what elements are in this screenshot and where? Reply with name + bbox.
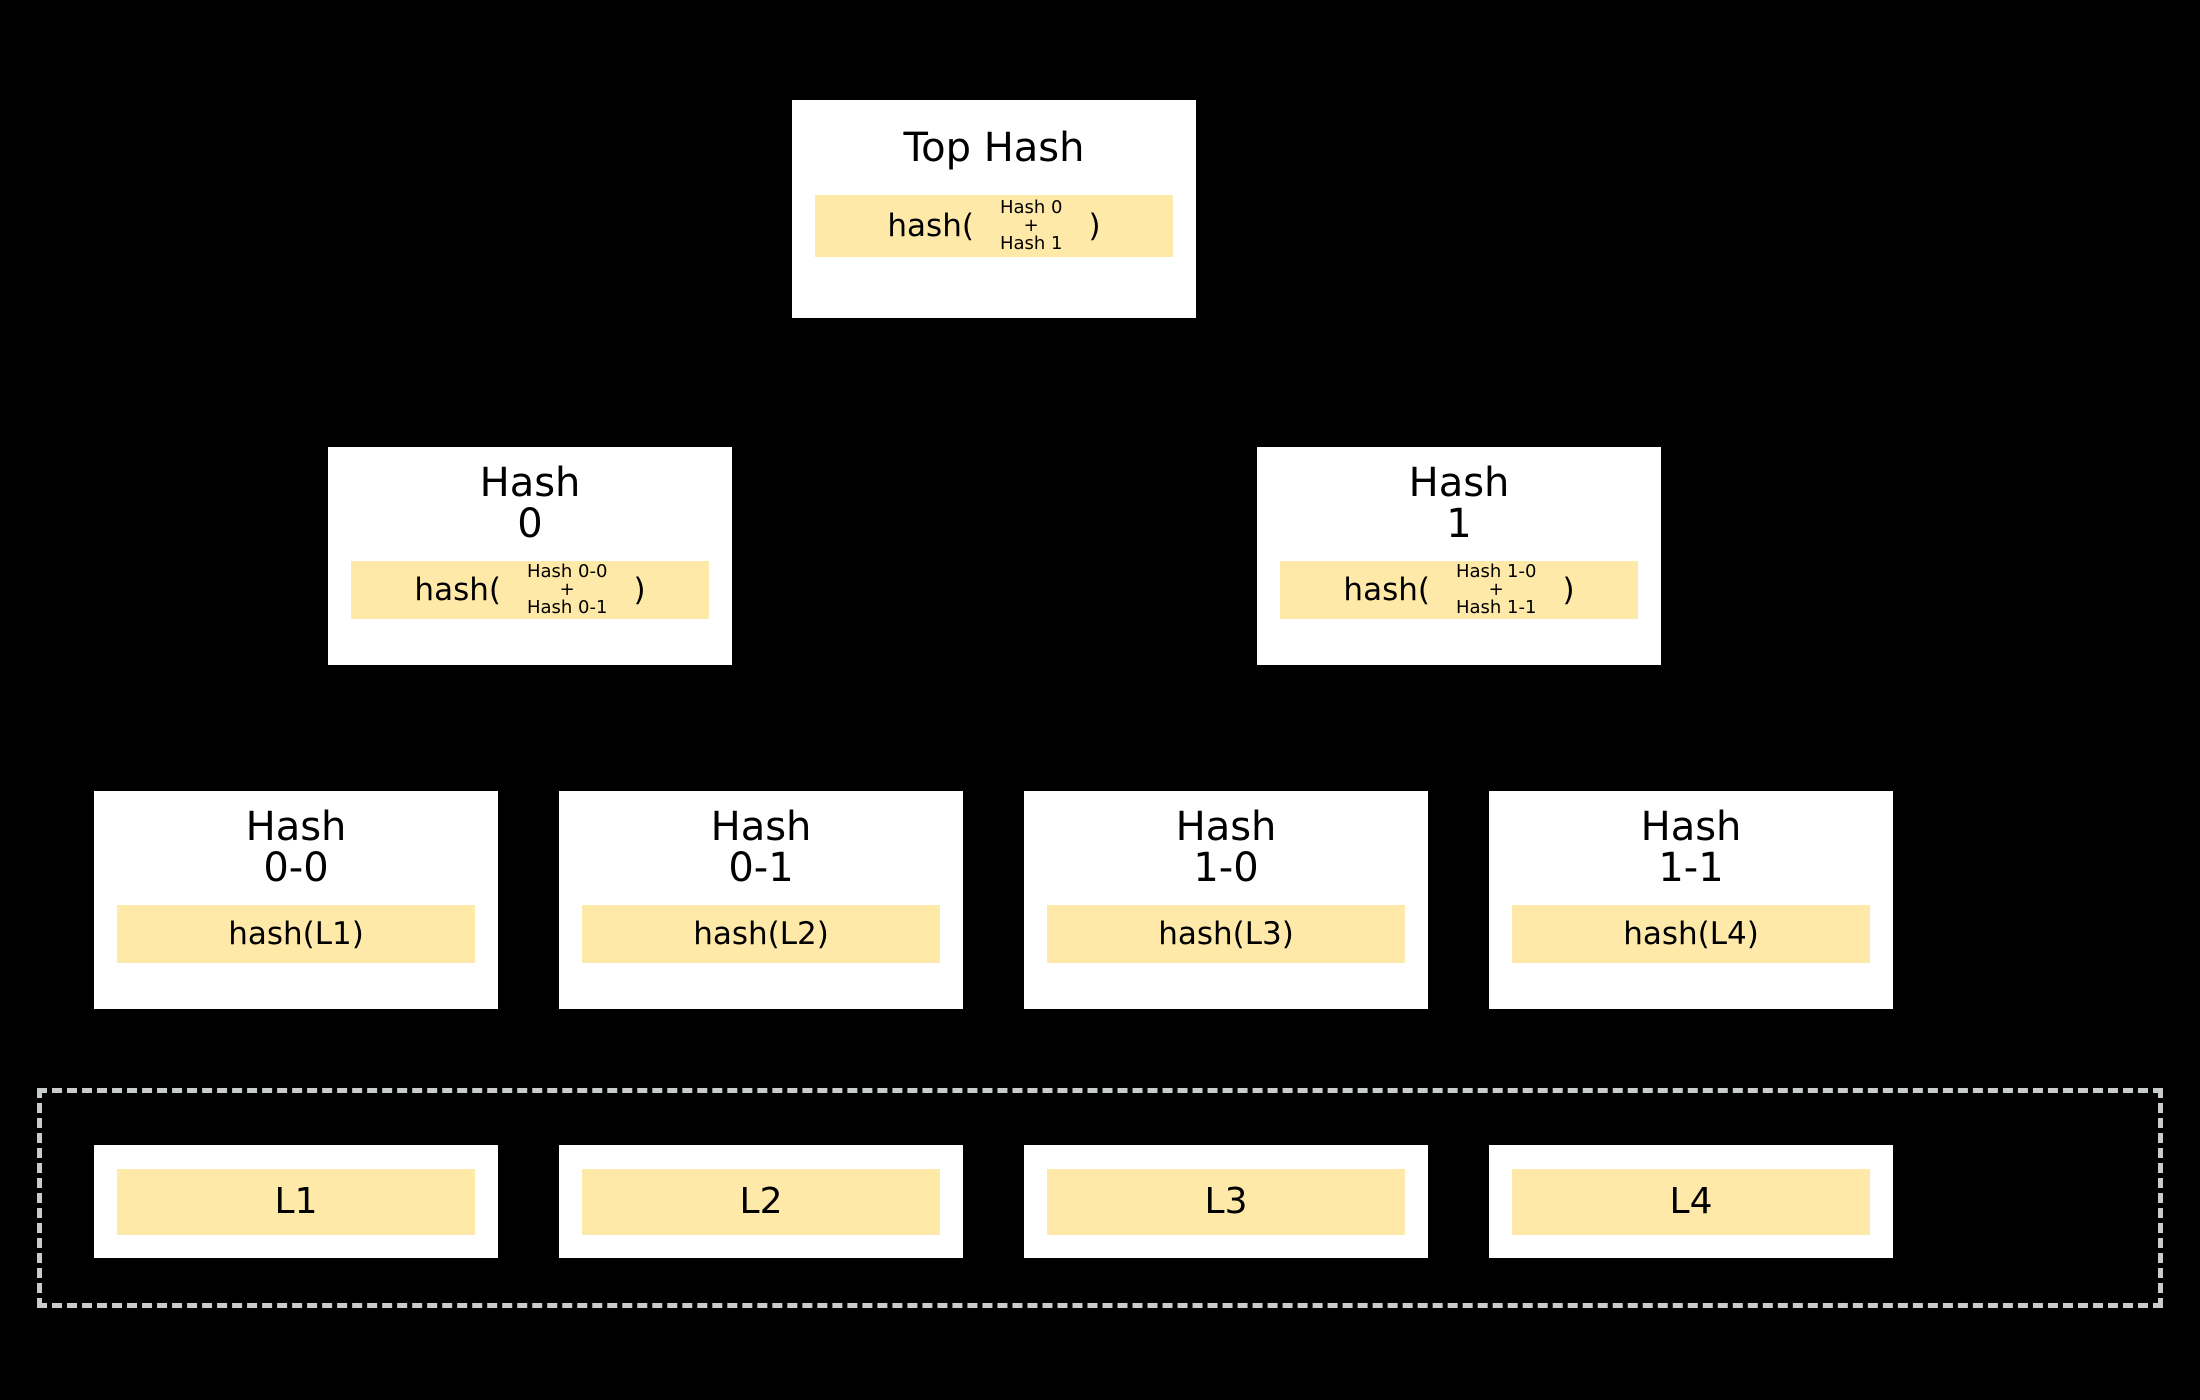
node-hash-0[interactable]: Hash 0 hash( Hash 0-0 + Hash 0-1 ) <box>328 447 732 665</box>
node-hash-0-label: Hash 0 <box>479 460 581 548</box>
node-top-hash[interactable]: Top Hash hash( Hash 0 + Hash 1 ) <box>792 100 1196 318</box>
arrowhead-hash1-to-hash11 <box>1680 759 1702 775</box>
formula-operator: + <box>559 579 575 601</box>
node-hash-1-formula: hash( Hash 1-0 + Hash 1-1 ) <box>1280 561 1638 620</box>
node-hash-1-1-label: Hash 1-1 <box>1640 804 1742 892</box>
data-block-l2-label: L2 <box>582 1168 940 1235</box>
formula-operand-bottom: Hash 1-1 <box>1455 597 1537 619</box>
arrowhead-hash10-to-l3 <box>1215 1129 1237 1145</box>
data-block-l4[interactable]: L4 <box>1489 1145 1893 1258</box>
node-hash-0-0[interactable]: Hash 0-0 hash(L1) <box>94 791 498 1009</box>
arrowhead-hash11-to-l4 <box>1680 1129 1702 1145</box>
arrowhead-root-to-hash0 <box>519 431 541 447</box>
node-top-hash-formula: hash( Hash 0 + Hash 1 ) <box>815 195 1173 258</box>
data-blocks-group <box>37 1088 2163 1308</box>
formula-operands: Hash 1-0 + Hash 1-1 <box>1455 561 1537 619</box>
connector-hash1-to-hash11 <box>1689 705 1693 759</box>
connector-hash11-to-l4 <box>1689 1009 1693 1129</box>
node-hash-1-0-formula: hash(L3) <box>1047 905 1405 964</box>
formula-operand-bottom: Hash 0-1 <box>526 597 608 619</box>
connector-hash0-crossbar <box>294 705 763 709</box>
node-hash-1-0-label: Hash 1-0 <box>1175 804 1277 892</box>
node-hash-1-1-formula: hash(L4) <box>1512 905 1870 964</box>
connector-hash1-to-hash10 <box>1224 705 1228 759</box>
formula-suffix: ) <box>633 571 646 608</box>
node-hash-0-0-label: Hash 0-0 <box>245 804 347 892</box>
node-hash-0-1[interactable]: Hash 0-1 hash(L2) <box>559 791 963 1009</box>
formula-operands: Hash 0-0 + Hash 0-1 <box>526 561 608 619</box>
formula-suffix: ) <box>1562 571 1575 608</box>
connector-hash00-to-l1 <box>294 1009 298 1129</box>
arrowhead-hash01-to-l2 <box>750 1129 772 1145</box>
data-block-l1-label: L1 <box>117 1168 475 1235</box>
data-block-l4-label: L4 <box>1512 1168 1870 1235</box>
arrowhead-hash0-to-hash01 <box>750 759 772 775</box>
arrowhead-hash00-to-l1 <box>285 1129 307 1145</box>
formula-operator: + <box>1488 579 1504 601</box>
connector-hash0-to-hash01 <box>759 705 763 759</box>
node-hash-0-1-formula: hash(L2) <box>582 905 940 964</box>
formula-prefix: hash( <box>887 207 974 244</box>
node-hash-1-0[interactable]: Hash 1-0 hash(L3) <box>1024 791 1428 1009</box>
connector-hash0-to-hash00 <box>294 705 298 759</box>
connector-hash1-trunk <box>1457 665 1461 705</box>
arrowhead-hash0-to-hash00 <box>285 759 307 775</box>
connector-hash1-crossbar <box>1224 705 1693 709</box>
arrowhead-root-to-hash1 <box>1448 431 1470 447</box>
connector-root-trunk <box>993 318 997 374</box>
arrowhead-hash1-to-hash10 <box>1215 759 1237 775</box>
node-hash-0-formula: hash( Hash 0-0 + Hash 0-1 ) <box>351 561 709 620</box>
formula-operand-bottom: Hash 1 <box>999 233 1063 255</box>
node-hash-1-1[interactable]: Hash 1-1 hash(L4) <box>1489 791 1893 1009</box>
connector-hash10-to-l3 <box>1224 1009 1228 1129</box>
connector-root-to-hash1 <box>1457 374 1461 431</box>
node-hash-0-1-label: Hash 0-1 <box>710 804 812 892</box>
data-block-l3-label: L3 <box>1047 1168 1405 1235</box>
data-block-l2[interactable]: L2 <box>559 1145 963 1258</box>
connector-hash01-to-l2 <box>759 1009 763 1129</box>
formula-prefix: hash( <box>414 571 501 608</box>
node-hash-1[interactable]: Hash 1 hash( Hash 1-0 + Hash 1-1 ) <box>1257 447 1661 665</box>
data-block-l3[interactable]: L3 <box>1024 1145 1428 1258</box>
node-hash-0-0-formula: hash(L1) <box>117 905 475 964</box>
data-block-l1[interactable]: L1 <box>94 1145 498 1258</box>
formula-operand-top: Hash 0 <box>999 196 1063 218</box>
connector-root-crossbar <box>528 374 1462 378</box>
node-top-hash-label: Top Hash <box>903 125 1085 171</box>
formula-operand-top: Hash 1-0 <box>1455 561 1537 583</box>
formula-operands: Hash 0 + Hash 1 <box>999 196 1063 255</box>
node-hash-1-label: Hash 1 <box>1408 460 1510 548</box>
formula-prefix: hash( <box>1343 571 1430 608</box>
connector-root-to-hash0 <box>528 374 532 431</box>
formula-operator: + <box>1023 215 1039 237</box>
formula-operand-top: Hash 0-0 <box>526 561 608 583</box>
connector-hash0-trunk <box>528 665 532 705</box>
formula-suffix: ) <box>1088 207 1101 244</box>
